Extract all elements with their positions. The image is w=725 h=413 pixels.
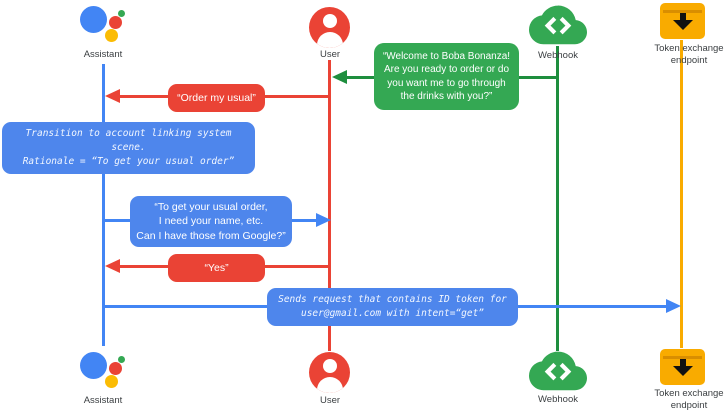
user-body-shape: [316, 377, 343, 393]
user-label-top: User: [319, 49, 341, 60]
token-endpoint-lifeline: [680, 40, 683, 348]
user-head-shape: [322, 14, 337, 28]
assistant-green-dot: [118, 356, 125, 363]
assistant-yellow-circle: [105, 375, 118, 388]
box-lid-line: [663, 10, 702, 13]
token-endpoint-icon-bottom: [660, 349, 705, 385]
assistant-blue-circle: [80, 6, 107, 33]
transition-note: Transition to account linking system sce…: [2, 122, 255, 174]
welcome-arrowhead-icon: [332, 69, 347, 84]
box-lid-line: [663, 356, 702, 359]
ask-permission-arrowhead-icon: [316, 213, 331, 227]
assistant-blue-circle: [80, 352, 107, 379]
assistant-icon: [75, 2, 131, 50]
cloud-code-icon: [529, 5, 587, 45]
download-arrow-stem: [679, 359, 686, 367]
token-endpoint-icon: [660, 3, 705, 39]
user-head-shape: [322, 359, 337, 373]
user-icon: [309, 7, 350, 48]
user-body-shape: [316, 32, 343, 48]
assistant-lifeline: [102, 64, 105, 346]
yes-message: “Yes”: [168, 254, 265, 282]
assistant-red-circle: [109, 362, 122, 375]
webhook-label-bottom: Webhook: [538, 394, 578, 405]
token-endpoint-label-top: Token exchange endpoint: [654, 43, 724, 66]
user-icon-bottom: [309, 352, 350, 393]
download-arrow-icon: [672, 20, 693, 30]
welcome-message: “Welcome to Boba Bonanza! Are you ready …: [374, 43, 519, 110]
assistant-label-bottom: Assistant: [83, 395, 123, 406]
download-arrow-icon: [672, 366, 693, 376]
download-arrow-stem: [679, 13, 686, 21]
assistant-icon-bottom: [75, 348, 131, 396]
webhook-icon-bottom: [529, 350, 587, 393]
ask-permission-message: “To get your usual order, I need your na…: [130, 196, 292, 247]
cloud-code-icon: [529, 351, 587, 391]
order-arrowhead-icon: [105, 89, 120, 103]
order-my-usual-message: “Order my usual”: [168, 84, 265, 112]
assistant-label-top: Assistant: [83, 49, 123, 60]
assistant-green-dot: [118, 10, 125, 17]
webhook-icon: [529, 4, 587, 47]
assistant-red-circle: [109, 16, 122, 29]
sends-request-arrowhead-icon: [666, 298, 681, 313]
user-lifeline: [328, 60, 331, 351]
webhook-label-top: Webhook: [538, 50, 578, 61]
webhook-lifeline: [556, 46, 559, 351]
assistant-yellow-circle: [105, 29, 118, 42]
token-endpoint-label-bottom: Token exchange endpoint: [654, 388, 724, 411]
yes-arrowhead-icon: [105, 259, 120, 273]
sends-request-message: Sends request that contains ID token for…: [267, 288, 518, 326]
user-label-bottom: User: [319, 395, 341, 406]
